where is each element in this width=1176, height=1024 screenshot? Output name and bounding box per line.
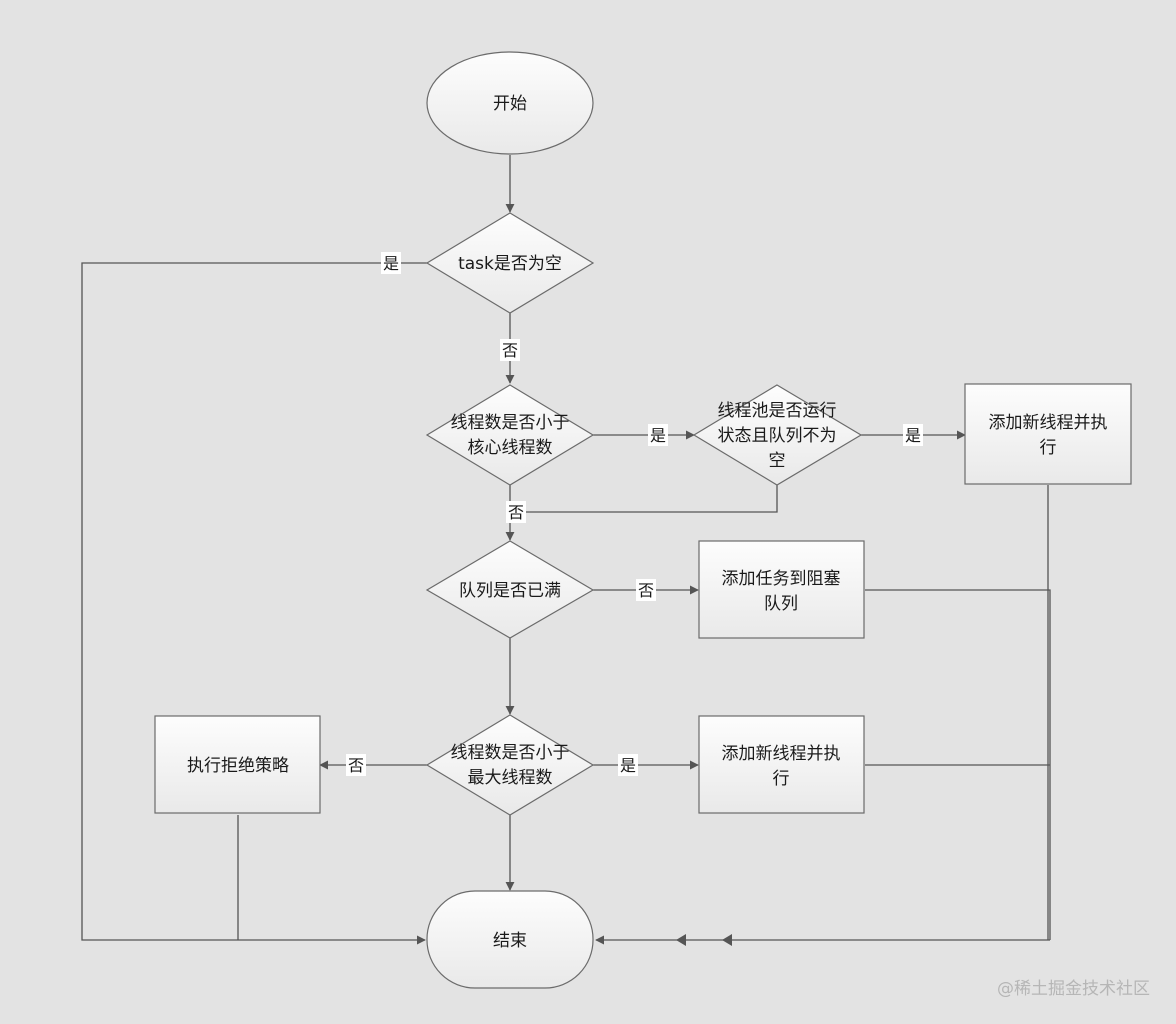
add-thread-2-label-2: 行 [773, 769, 790, 789]
task-empty-no-label: 否 [502, 341, 518, 360]
queue-full-diamond [425, 540, 595, 639]
node-add-thread-2[interactable]: 添加新线程并执 行 [698, 715, 865, 814]
node-start[interactable]: 开始 [426, 51, 594, 155]
max-yes-label-bg [618, 754, 638, 776]
add-thread-1-label-1: 添加新线程并执 [989, 413, 1108, 433]
merge-arrowhead-2 [722, 934, 732, 946]
threads-lt-max-label-1: 线程数是否小于 [451, 743, 570, 763]
node-reject[interactable]: 执行拒绝策略 [154, 715, 321, 814]
reject-box [154, 715, 321, 814]
core-yes-label-bg [648, 424, 668, 446]
task-empty-diamond [425, 212, 595, 314]
merge-arrowhead-1 [676, 934, 686, 946]
start-ellipse [426, 51, 594, 155]
connectors [81, 155, 1051, 946]
pool-yes-label-bg [903, 424, 923, 446]
end-label: 结束 [493, 931, 527, 951]
node-threads-lt-core-decision[interactable]: 线程数是否小于 核心线程数 [425, 384, 595, 486]
edge-pool-no-return [510, 483, 778, 513]
node-add-thread-1[interactable]: 添加新线程并执 行 [964, 383, 1132, 485]
add-thread-1-box [964, 383, 1132, 485]
edge-add-queue-right [865, 589, 1051, 940]
queue-no-label: 否 [638, 581, 654, 600]
add-to-queue-label-2: 队列 [764, 594, 798, 614]
add-thread-1-label-2: 行 [1040, 438, 1057, 458]
node-pool-running-decision[interactable]: 线程池是否运行 状态且队列不为 空 [692, 384, 863, 486]
node-task-empty-decision[interactable]: task是否为空 [425, 212, 595, 314]
pool-running-label-1: 线程池是否运行 [718, 401, 837, 421]
core-no-label-bg [506, 501, 526, 523]
start-label: 开始 [493, 94, 527, 114]
task-empty-yes-label-bg [381, 252, 401, 274]
threads-lt-max-diamond [425, 714, 595, 816]
edge-labels: 是 否 是 是 否 否 否 是 [346, 252, 923, 776]
add-to-queue-box [698, 540, 865, 639]
node-queue-full-decision[interactable]: 队列是否已满 [425, 540, 595, 639]
threads-lt-core-label-1: 线程数是否小于 [451, 413, 570, 433]
pool-yes-label: 是 [905, 426, 921, 445]
node-threads-lt-max-decision[interactable]: 线程数是否小于 最大线程数 [425, 714, 595, 816]
threads-lt-max-label-2: 最大线程数 [468, 768, 553, 788]
pool-running-diamond [692, 384, 863, 486]
add-thread-2-box [698, 715, 865, 814]
edge-task-empty-yes-to-end [81, 262, 427, 945]
core-no-label: 否 [508, 503, 524, 522]
add-to-queue-label-1: 添加任务到阻塞 [722, 569, 841, 589]
add-thread-2-label-1: 添加新线程并执 [722, 744, 841, 764]
threads-lt-core-label-2: 核心线程数 [468, 438, 553, 458]
core-yes-label: 是 [650, 426, 666, 445]
pool-running-label-2: 状态且队列不为 [718, 426, 837, 446]
task-empty-no-label-bg [500, 339, 520, 361]
queue-full-label: 队列是否已满 [459, 581, 561, 601]
end-terminal [426, 890, 594, 989]
queue-no-label-bg [636, 579, 656, 601]
task-empty-yes-label: 是 [383, 254, 399, 273]
watermark: @稀土掘金技术社区 [997, 979, 1150, 999]
node-add-to-queue[interactable]: 添加任务到阻塞 队列 [698, 540, 865, 639]
max-no-label-bg [346, 754, 366, 776]
node-end[interactable]: 结束 [426, 890, 594, 989]
task-empty-label: task是否为空 [458, 254, 562, 274]
max-no-label: 否 [348, 756, 364, 775]
max-yes-label: 是 [620, 756, 636, 775]
reject-label: 执行拒绝策略 [187, 756, 289, 776]
pool-running-label-3: 空 [769, 451, 786, 471]
threads-lt-core-diamond [425, 384, 595, 486]
